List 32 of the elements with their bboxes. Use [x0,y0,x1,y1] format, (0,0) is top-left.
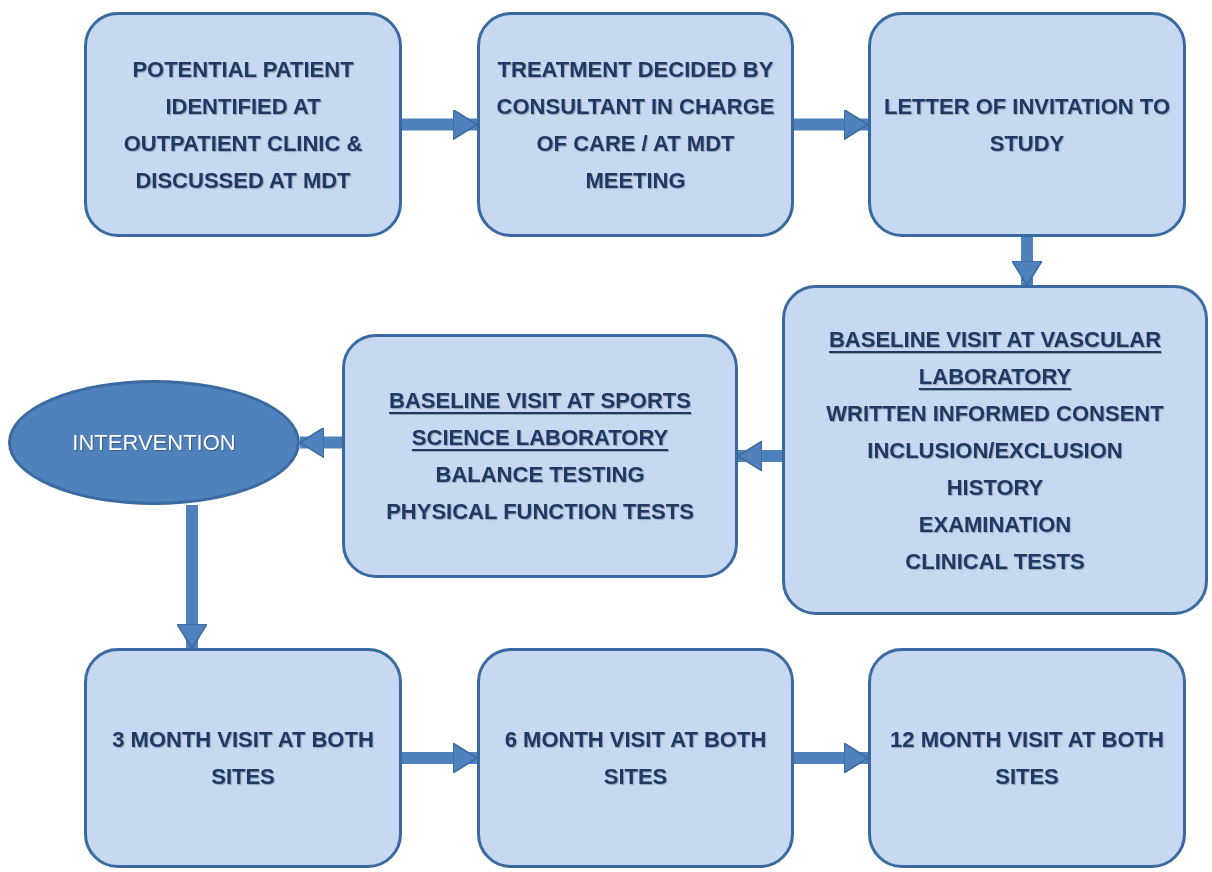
block-arrow [794,108,869,141]
block-arrow [176,505,208,649]
block-arrow [737,440,782,472]
process-box [477,648,794,868]
item-text: INCLUSION/EXCLUSION [867,436,1123,465]
heading-text: BASELINE VISIT AT VASCULAR LABORATORY [827,325,1163,391]
heading-text: BASELINE VISIT AT SPORTS SCIENCE LABORATORY [388,387,692,452]
step-text: INTERVENTION [72,429,236,457]
process-box [342,334,738,578]
process-box [782,285,1208,615]
process-box [84,648,402,868]
step-text: POTENTIAL PATIENT IDENTIFIED AT OUTPATIENT CLINIC & DISCUSSED AT MDT [122,55,364,195]
block-arrow [402,108,478,141]
item-text: CLINICAL TESTS [905,547,1085,576]
item-text: EXAMINATION [918,510,1072,539]
item-text: PHYSICAL FUNCTION TESTS [386,498,694,526]
block-arrow [402,742,478,774]
process-box [868,12,1186,237]
block-arrow [299,426,342,459]
step-text: TREATMENT DECIDED BY CONSULTANT IN CHARGE OF CARE / AT MDT MEETING [495,55,776,195]
item-text: WRITTEN INFORMED CONSENT [826,399,1164,428]
process-box [868,648,1186,868]
step-text: 3 MONTH VISIT AT BOTH SITES [111,726,375,791]
step-text: 6 MONTH VISIT AT BOTH SITES [503,726,768,791]
process-box [477,12,794,237]
step-text: 12 MONTH VISIT AT BOTH SITES [889,726,1165,791]
item-text: HISTORY [946,473,1044,502]
block-arrow [1011,237,1043,286]
block-arrow [794,742,869,774]
process-box [84,12,402,237]
item-text: BALANCE TESTING [435,461,645,489]
step-text: LETTER OF INVITATION TO STUDY [883,92,1171,158]
